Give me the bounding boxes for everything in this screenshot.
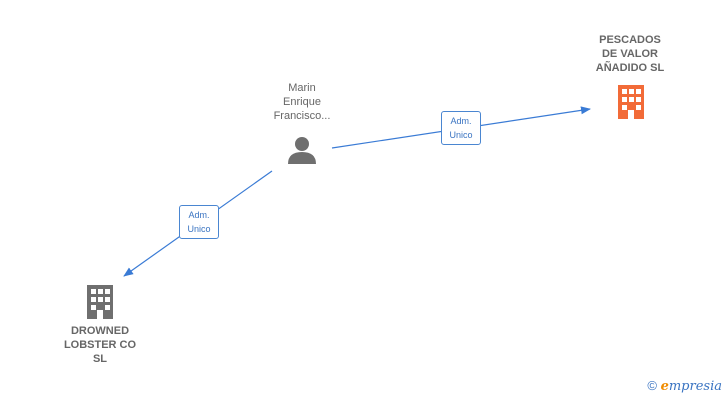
person-icon[interactable] (288, 137, 316, 164)
company-label-drowned[interactable]: DROWNED LOBSTER CO SL (63, 325, 137, 365)
edge-label-adm-unico: Adm. Unico (179, 205, 219, 239)
watermark: © empresia (647, 378, 722, 394)
building-icon[interactable] (87, 285, 113, 319)
edge-label-line2: Unico (449, 130, 473, 140)
edge-label-line1: Adm. (450, 116, 472, 126)
company-label-pescados[interactable]: PESCADOS DE VALOR AÑADIDO SL (595, 34, 665, 74)
building-icon[interactable] (618, 85, 644, 119)
edge-label-adm-unico: Adm. Unico (441, 111, 481, 145)
edge-label-line2: Unico (187, 224, 211, 234)
edge-label-line1: Adm. (188, 210, 210, 220)
copyright-icon: © (647, 378, 657, 393)
brand-logo: empresia (660, 379, 722, 394)
person-label[interactable]: Marin Enrique Francisco... (273, 82, 331, 122)
